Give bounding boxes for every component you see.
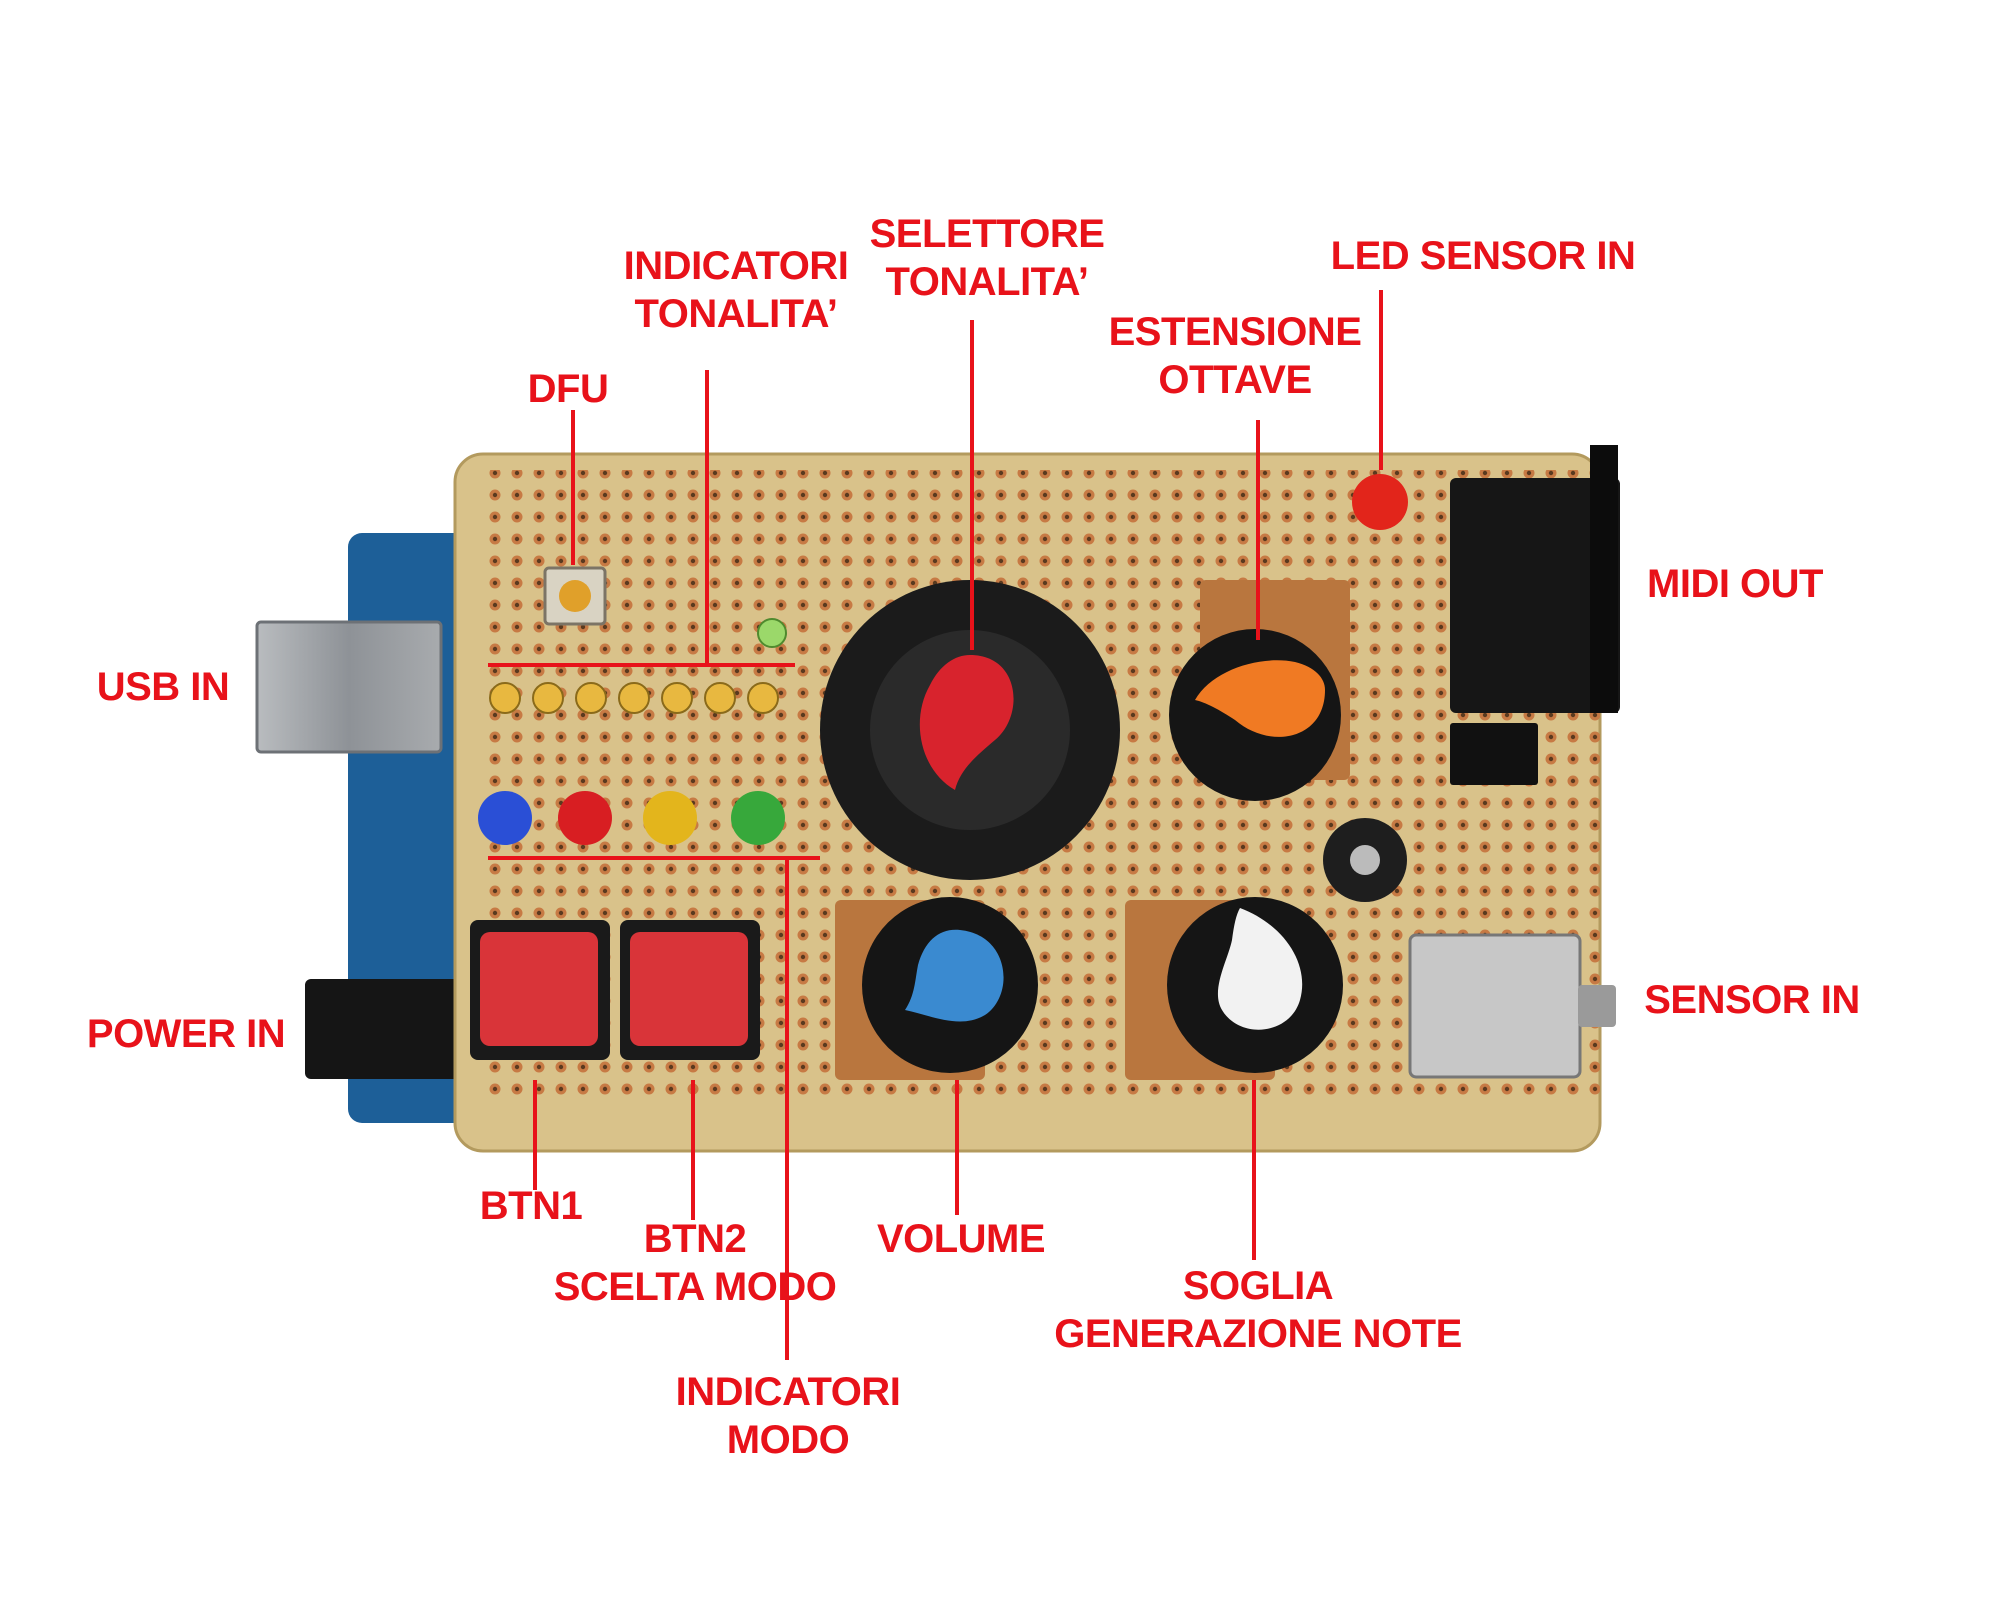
label-estensione-ottave: ESTENSIONE OTTAVE bbox=[1109, 308, 1362, 404]
tonality-led bbox=[661, 682, 693, 714]
mode-led-red bbox=[558, 791, 612, 845]
label-indicatori-tonalita: INDICATORI TONALITA’ bbox=[624, 242, 849, 338]
leader-lines bbox=[488, 290, 1383, 1360]
label-selettore-tonalita-line2: TONALITA’ bbox=[885, 260, 1089, 304]
knob-tonalita bbox=[919, 655, 1014, 790]
btn1 bbox=[480, 932, 598, 1046]
tonality-led bbox=[575, 682, 607, 714]
label-indicatori-modo-line2: MODO bbox=[726, 1418, 850, 1462]
usb-connector bbox=[255, 620, 443, 754]
label-btn2: BTN2 SCELTA MODO bbox=[554, 1215, 837, 1311]
label-midi-out: MIDI OUT bbox=[1647, 562, 1823, 606]
label-soglia: SOGLIA GENERAZIONE NOTE bbox=[1054, 1262, 1462, 1358]
dfu-switch-cap bbox=[559, 580, 591, 612]
sensor-in-barrel bbox=[1578, 985, 1616, 1027]
label-estensione-ottave-line2: OTTAVE bbox=[1158, 358, 1312, 402]
label-btn2-line1: BTN2 bbox=[643, 1217, 747, 1261]
label-led-sensor-in: LED SENSOR IN bbox=[1330, 234, 1636, 278]
tonality-led bbox=[532, 682, 564, 714]
label-selettore-tonalita-line1: SELETTORE bbox=[869, 212, 1105, 256]
label-soglia-line2: GENERAZIONE NOTE bbox=[1054, 1312, 1462, 1356]
mode-led-blue bbox=[478, 791, 532, 845]
label-usb-in: USB IN bbox=[96, 665, 230, 709]
btn2 bbox=[630, 932, 748, 1046]
mode-led-yellow bbox=[643, 791, 697, 845]
status-led bbox=[757, 618, 787, 648]
midi-out-face bbox=[1590, 445, 1618, 713]
label-dfu: DFU bbox=[527, 367, 609, 411]
tonality-led bbox=[704, 682, 736, 714]
label-indicatori-tonalita-line1: INDICATORI bbox=[623, 244, 849, 288]
label-power-in: POWER IN bbox=[86, 1012, 286, 1056]
label-btn1: BTN1 bbox=[479, 1184, 583, 1228]
knob-volume bbox=[905, 929, 1004, 1022]
label-estensione-ottave-line1: ESTENSIONE bbox=[1108, 310, 1362, 354]
tonality-leds bbox=[489, 682, 779, 714]
tonality-led bbox=[747, 682, 779, 714]
label-sensor-in: SENSOR IN bbox=[1644, 978, 1860, 1022]
ic-chip bbox=[1450, 723, 1538, 785]
trimmer-screw bbox=[1350, 845, 1380, 875]
mode-led-green bbox=[731, 791, 785, 845]
knob-ottave bbox=[1195, 660, 1325, 737]
label-indicatori-modo-line1: INDICATORI bbox=[675, 1370, 901, 1414]
label-volume: VOLUME bbox=[876, 1217, 1046, 1261]
label-indicatori-modo: INDICATORI MODO bbox=[676, 1368, 901, 1464]
sensor-in-jack bbox=[1408, 933, 1582, 1079]
label-btn2-line2: SCELTA MODO bbox=[553, 1265, 837, 1309]
knob-soglia bbox=[1217, 908, 1303, 1030]
tonality-led bbox=[618, 682, 650, 714]
label-selettore-tonalita: SELETTORE TONALITA’ bbox=[870, 210, 1105, 306]
power-jack bbox=[305, 979, 465, 1079]
label-soglia-line1: SOGLIA bbox=[1182, 1264, 1334, 1308]
led-sensor-in bbox=[1352, 474, 1408, 530]
midi-out-connector bbox=[1450, 478, 1620, 713]
tonality-led bbox=[489, 682, 521, 714]
label-indicatori-tonalita-line2: TONALITA’ bbox=[634, 292, 838, 336]
